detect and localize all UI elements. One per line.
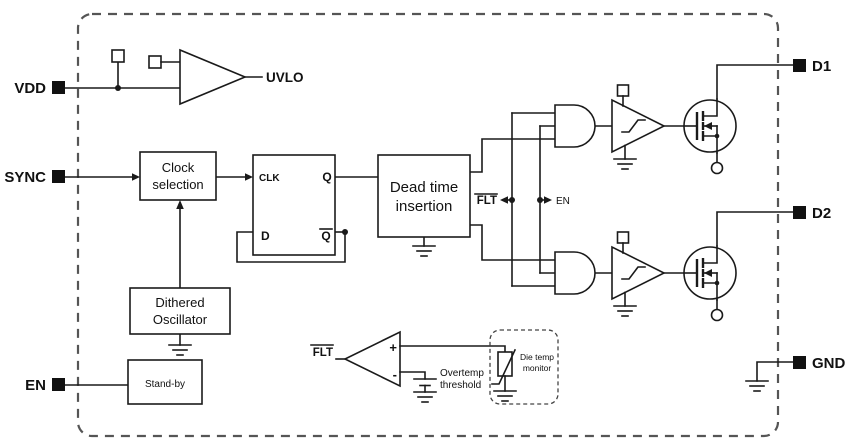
reference-square-icon [111,49,125,63]
flt-output-label: FLT [313,347,333,359]
clock-selection-block: Clock selection [139,151,217,201]
pin-gnd: GND [793,355,846,372]
pin-en: EN [25,377,65,394]
standby-label: Stand-by [145,379,185,390]
pin-label-d2: D2 [812,205,831,222]
uvlo-comparator: UVLO [111,48,304,106]
flipflop-q-label: Q [322,170,331,184]
minus-input-label: - [393,367,397,382]
pin-label-en: EN [25,377,46,394]
pin-square [52,81,65,94]
pin-square [793,356,806,369]
dithered-oscillator-box [129,287,231,335]
ground-icon [745,380,769,392]
overtemp-threshold-label-2: threshold [440,380,481,391]
gate-driver-1 [611,84,665,160]
ground-icon [412,245,436,257]
pin-square [793,59,806,72]
pin-vdd: VDD [14,80,65,97]
overtemp-comparator: + - FLT Overtemp threshold [310,330,506,393]
pin-d2: D2 [793,205,831,222]
clock-selection-label-1: Clock [162,160,195,175]
dead-time-box [377,154,471,238]
internal-flt-label: FLT [477,195,497,207]
internal-en-label: EN [556,196,570,207]
flipflop-d-label: D [261,229,270,243]
gate-driver-2 [611,231,665,307]
dead-time-label-2: insertion [396,198,453,215]
dithered-oscillator-block: Dithered Oscillator [129,287,231,335]
die-temp-monitor-box [489,329,559,405]
flipflop-qbar-label: Q [321,229,330,243]
mosfet-2 [682,244,738,302]
die-temp-monitor: Die temp monitor [489,329,559,405]
dithered-oscillator-label-2: Oscillator [153,312,208,327]
ground-icon [168,344,192,356]
pin-label-gnd: GND [812,355,846,372]
flipflop-box [252,154,336,256]
uvlo-label: UVLO [266,70,304,85]
pin-label-sync: SYNC [4,169,46,186]
overtemp-threshold-label-1: Overtemp [440,368,484,379]
flt-en-annotation: FLT EN [474,193,570,207]
ground-icon [493,390,517,402]
reference-square-icon [148,55,162,69]
ground-icon [613,305,637,317]
wires [64,61,794,386]
ground-icon [613,158,637,170]
and-gate-2 [554,251,596,295]
dead-time-label-1: Dead time [390,179,458,196]
die-temp-label-2: monitor [523,363,552,373]
d-flipflop-block: CLK Q D Q [252,154,336,256]
mosfet-1 [682,97,738,155]
comparator-triangle-icon [179,48,248,106]
dithered-oscillator-label-1: Dithered [155,295,204,310]
pins: VDD SYNC EN D1 D2 GND [4,58,845,394]
chip-boundary [76,12,780,438]
pin-label-d1: D1 [812,58,831,75]
flipflop-clk-label: CLK [259,173,280,184]
plus-input-label: + [389,340,397,355]
left-arrow-icon [500,196,508,204]
dead-time-block: Dead time insertion [377,154,471,238]
standby-block: Stand-by [127,359,203,405]
pin-label-vdd: VDD [14,80,46,97]
pin-square [52,378,65,391]
clock-selection-label-2: selection [152,177,203,192]
die-temp-label-1: Die temp [520,352,554,362]
thermistor-icon [491,348,517,385]
pin-square [52,170,65,183]
pin-square [793,206,806,219]
pin-d1: D1 [793,58,831,75]
standby-box [127,359,203,405]
clock-selection-box [139,151,217,201]
comparator-triangle-icon [343,330,401,388]
ground-icon [413,391,437,403]
and-gate-1 [554,104,596,148]
pin-sync: SYNC [4,169,65,186]
right-arrow-icon [544,196,552,204]
